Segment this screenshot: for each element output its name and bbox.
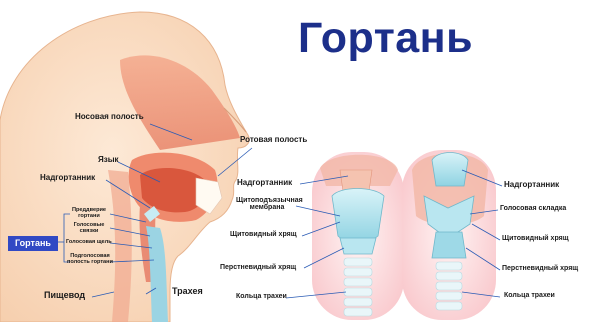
label-vocal-folds: Голосовые связки — [70, 223, 108, 235]
label-thyrohyoid-membrane: Щитоподъязычная мембрана — [236, 197, 298, 212]
label-vestibule: Преддверие гортани — [66, 208, 112, 220]
label-vocal-fold-back: Голосовая складка — [500, 205, 566, 212]
label-rings-back: Кольца трахеи — [504, 292, 555, 299]
label-epiglottis-left: Надгортанник — [40, 174, 95, 182]
label-epiglottis-back: Надгортанник — [504, 181, 559, 189]
head-profile — [0, 12, 249, 322]
label-trachea: Трахея — [172, 287, 203, 296]
label-cricoid-front: Перстневидный хрящ — [220, 264, 296, 271]
label-rings-front: Кольца трахеи — [236, 293, 287, 300]
label-thyroid-back: Щитовидный хрящ — [502, 235, 569, 242]
label-nasal-cavity: Носовая полость — [75, 113, 144, 121]
larynx-front-view — [312, 152, 404, 320]
label-epiglottis-front: Надгортанник — [237, 179, 292, 187]
label-thyroid-front: Щитовидный хрящ — [230, 231, 297, 238]
label-oral-cavity: Ротовая полость — [240, 136, 307, 144]
label-cricoid-back: Перстневидный хрящ — [502, 265, 578, 272]
label-tongue: Язык — [98, 156, 119, 164]
label-subglottic: Подголосовая полость гортани — [66, 254, 114, 266]
label-esophagus: Пищевод — [44, 291, 85, 300]
larynx-badge: Гортань — [8, 236, 58, 251]
label-glottis: Голосовая щель — [66, 240, 112, 246]
